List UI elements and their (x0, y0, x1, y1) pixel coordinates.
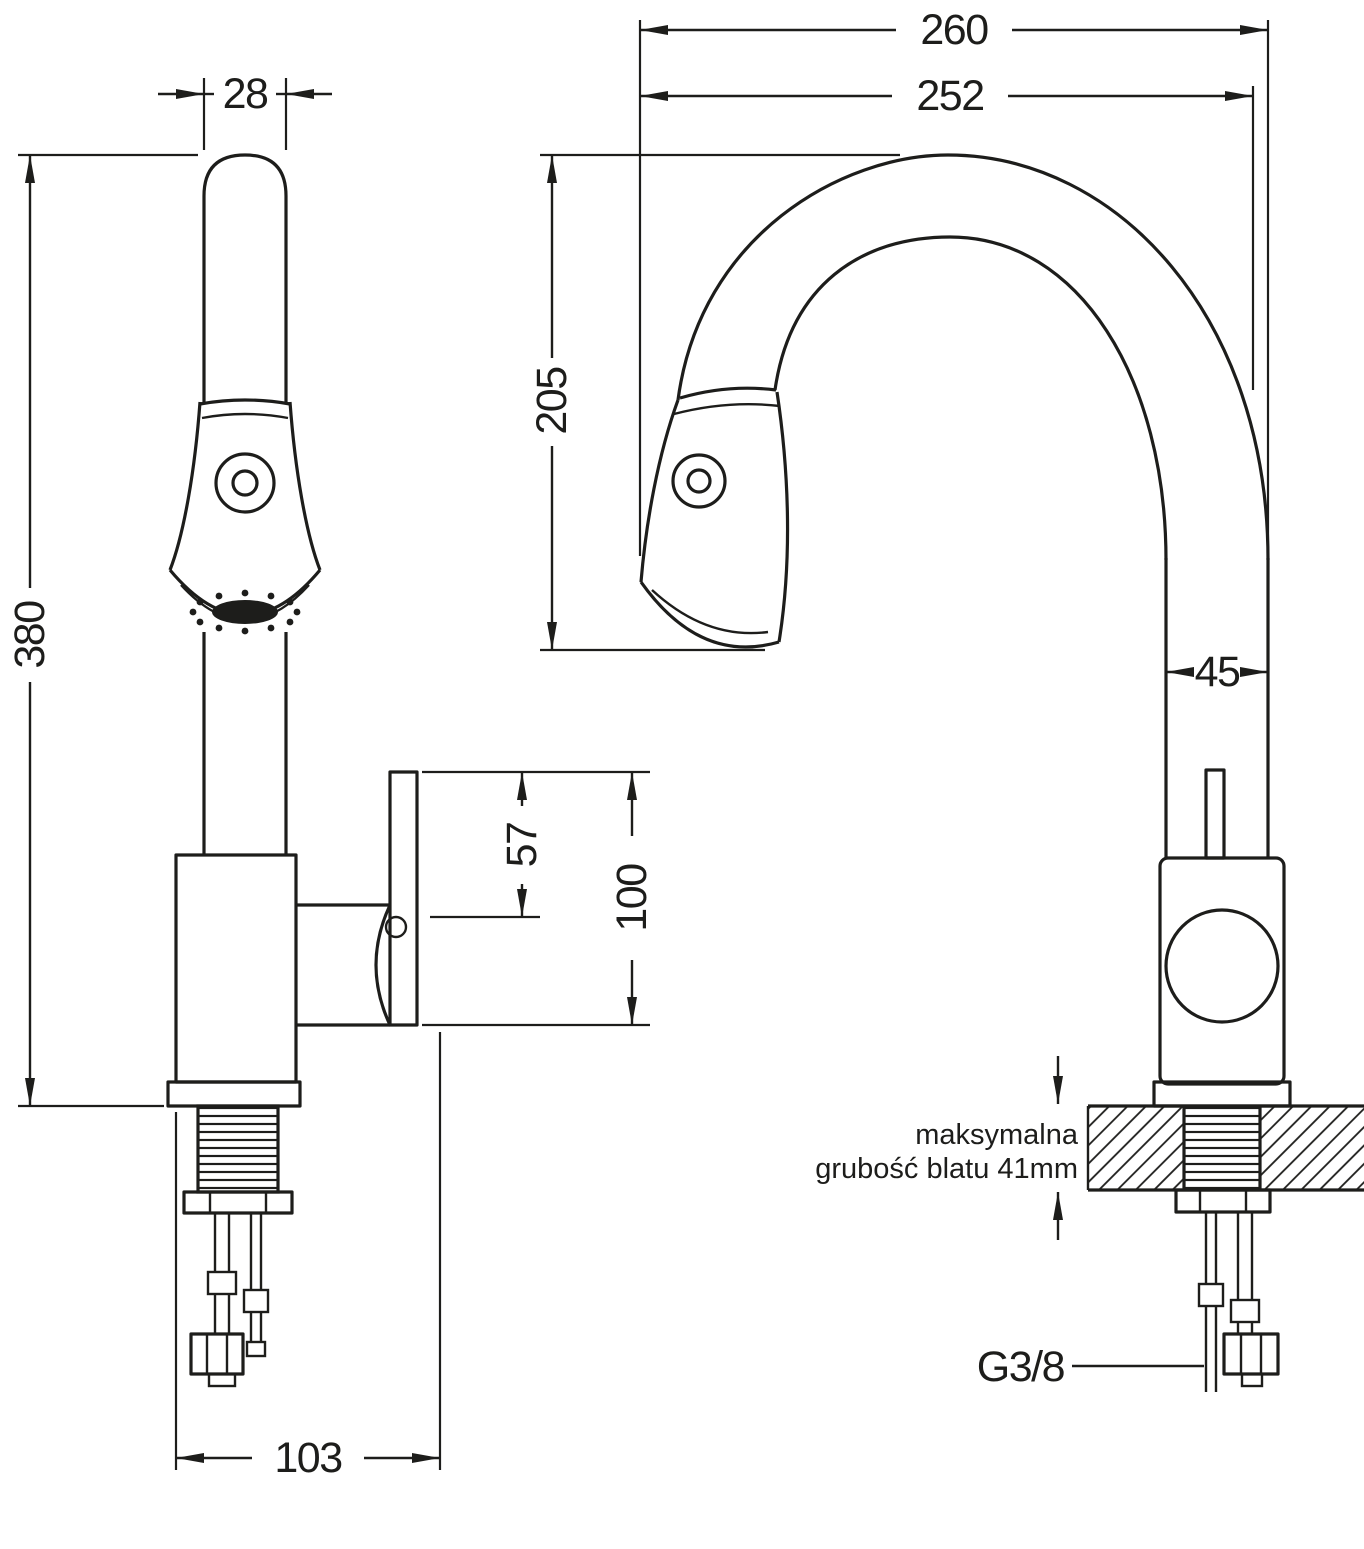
dim-handle-section-height-label: 100 (608, 864, 656, 932)
dim-total-height: 380 (6, 153, 198, 1108)
front-spray-head (168, 398, 322, 635)
connection-thread-label: G3/8 (977, 1343, 1065, 1391)
front-view-dimensions: 28 380 57 100 103 (6, 70, 656, 1482)
dim-overall-depth-label: 260 (920, 6, 988, 54)
dim-handle-top-offset: 57 (422, 770, 650, 919)
side-body-joint (1164, 908, 1280, 1024)
dim-base-depth: 103 (174, 1032, 442, 1482)
countertop-thickness-note: maksymalna grubość blatu 41mm (815, 1056, 1079, 1240)
front-threaded-shank (196, 1104, 280, 1194)
front-hose-nut (189, 1332, 245, 1376)
front-aerator (189, 589, 301, 635)
dim-spout-height: 205 (528, 153, 900, 652)
front-handle (296, 770, 419, 1027)
side-gooseneck-spout (676, 153, 1270, 858)
connection-thread-callout: G3/8 (977, 1343, 1204, 1391)
front-body (166, 853, 302, 1108)
dim-spout-reach: 252 (640, 72, 1255, 390)
front-spout-pipe (202, 153, 288, 855)
side-threaded-shank (1184, 1106, 1260, 1190)
dim-total-height-label: 380 (6, 601, 54, 669)
dim-base-depth-label: 103 (274, 1434, 342, 1482)
side-spray-head (639, 386, 790, 649)
front-handle-screw (384, 915, 408, 939)
side-handle (1204, 768, 1226, 860)
dim-spout-height-label: 205 (528, 367, 576, 435)
side-countertop (1086, 1104, 1364, 1192)
dim-handle-section-height: 100 (422, 772, 656, 1027)
side-view-drawing (639, 153, 1364, 1392)
dim-body-depth-label: 45 (1195, 648, 1240, 696)
side-mounting-hardware (1174, 1188, 1280, 1392)
dim-spout-width-label: 28 (223, 70, 268, 118)
countertop-note-line2: grubość blatu 41mm (815, 1153, 1078, 1185)
side-spray-button (671, 453, 727, 509)
dim-overall-depth: 260 (638, 6, 1270, 676)
dim-spout-reach-label: 252 (916, 72, 983, 120)
countertop-note-line1: maksymalna (915, 1119, 1079, 1151)
side-body (1152, 856, 1292, 1108)
front-spray-button (214, 452, 276, 514)
dim-spout-width: 28 (158, 70, 332, 150)
side-view-dimensions: 260 252 205 45 maksymalna grubość blatu … (528, 6, 1270, 1391)
front-mounting-hardware (182, 1104, 294, 1388)
front-view-drawing (166, 153, 419, 1388)
dim-handle-top-offset-label: 57 (498, 823, 546, 868)
dim-body-depth: 45 (1166, 648, 1268, 696)
side-hose-nut (1222, 1332, 1280, 1376)
